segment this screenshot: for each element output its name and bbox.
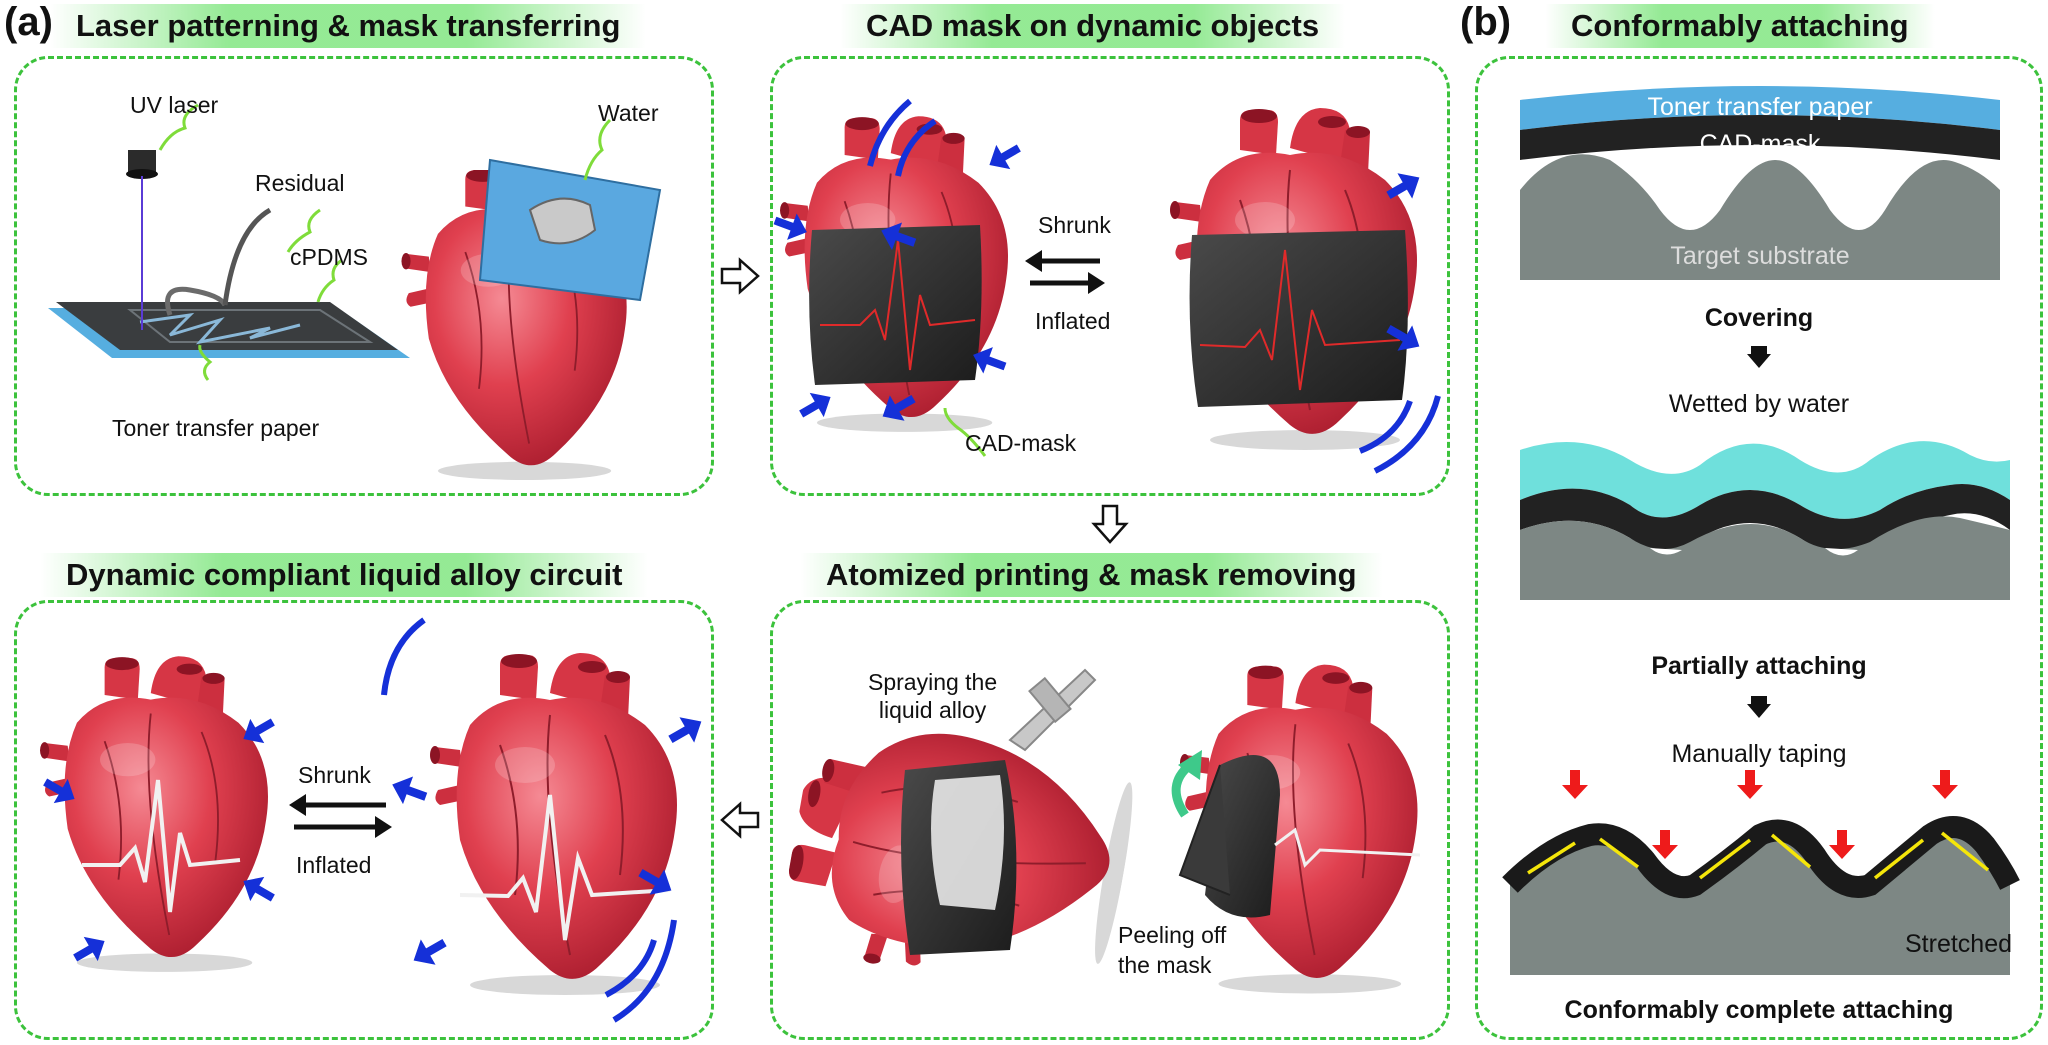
panel-label-a: (a) bbox=[4, 0, 53, 44]
label-cad-layer: CAD-mask bbox=[1699, 130, 1821, 158]
panel-dynamic bbox=[14, 600, 714, 1040]
flow-arrow-left bbox=[720, 802, 760, 838]
title-dynamic: Dynamic compliant liquid alloy circuit bbox=[40, 553, 649, 597]
label-stretched: Stretched bbox=[1905, 930, 2013, 958]
cad-motion-arrows bbox=[770, 98, 1441, 474]
heart-circuit-shrunk bbox=[40, 655, 270, 974]
title-atomized: Atomized printing & mask removing bbox=[800, 553, 1383, 597]
heart-peeling bbox=[1171, 663, 1421, 995]
heart-with-paper bbox=[400, 118, 662, 480]
laser-setup-illustration bbox=[48, 103, 410, 381]
flow-arrow-down bbox=[1092, 504, 1128, 544]
panel-label-b: (b) bbox=[1460, 0, 1512, 44]
panel-atomized bbox=[770, 600, 1450, 1040]
label-cpdms: cPDMS bbox=[290, 244, 368, 270]
panel-conformal bbox=[1475, 56, 2043, 1040]
label-dyn-inflated: Inflated bbox=[296, 852, 372, 878]
label-toner-paper: Toner transfer paper bbox=[112, 415, 320, 441]
label-wetted: Wetted by water bbox=[1668, 390, 1850, 418]
label-cad-mask: CAD-mask bbox=[965, 430, 1077, 456]
label-residual: Residual bbox=[255, 170, 345, 196]
heart-spraying bbox=[774, 668, 1144, 1005]
label-dyn-shrunk: Shrunk bbox=[298, 762, 371, 788]
heart-cad-inflated bbox=[1170, 106, 1419, 452]
layer-stack-diagram bbox=[1520, 86, 2000, 280]
down-arrow-1 bbox=[1747, 346, 1771, 368]
label-substrate: Target substrate bbox=[1670, 242, 1850, 270]
panel-laser bbox=[14, 56, 714, 496]
label-water: Water bbox=[598, 100, 659, 126]
flow-arrow-right bbox=[720, 258, 760, 294]
label-uv-laser: UV laser bbox=[130, 92, 219, 118]
label-cad-shrunk: Shrunk bbox=[1038, 212, 1111, 238]
label-taping: Manually taping bbox=[1671, 740, 1847, 768]
label-cad-inflated: Inflated bbox=[1035, 308, 1111, 334]
down-arrow-2 bbox=[1747, 696, 1771, 718]
dynamic-motion-arrows bbox=[38, 617, 709, 1023]
title-conformal: Conformably attaching bbox=[1545, 4, 1935, 48]
taping-diagram bbox=[1502, 770, 2020, 975]
title-laser: Laser patterning & mask transferring bbox=[50, 4, 647, 48]
wetted-layer-diagram bbox=[1520, 441, 2010, 600]
title-cad: CAD mask on dynamic objects bbox=[840, 4, 1346, 48]
panel-cad bbox=[770, 56, 1450, 496]
label-partial: Partially attaching bbox=[1651, 652, 1867, 680]
label-toner-layer: Toner transfer paper bbox=[1647, 93, 1873, 121]
label-complete: Conformably complete attaching bbox=[1564, 996, 1954, 1024]
heart-circuit-inflated bbox=[430, 651, 679, 997]
label-covering: Covering bbox=[1704, 304, 1814, 332]
